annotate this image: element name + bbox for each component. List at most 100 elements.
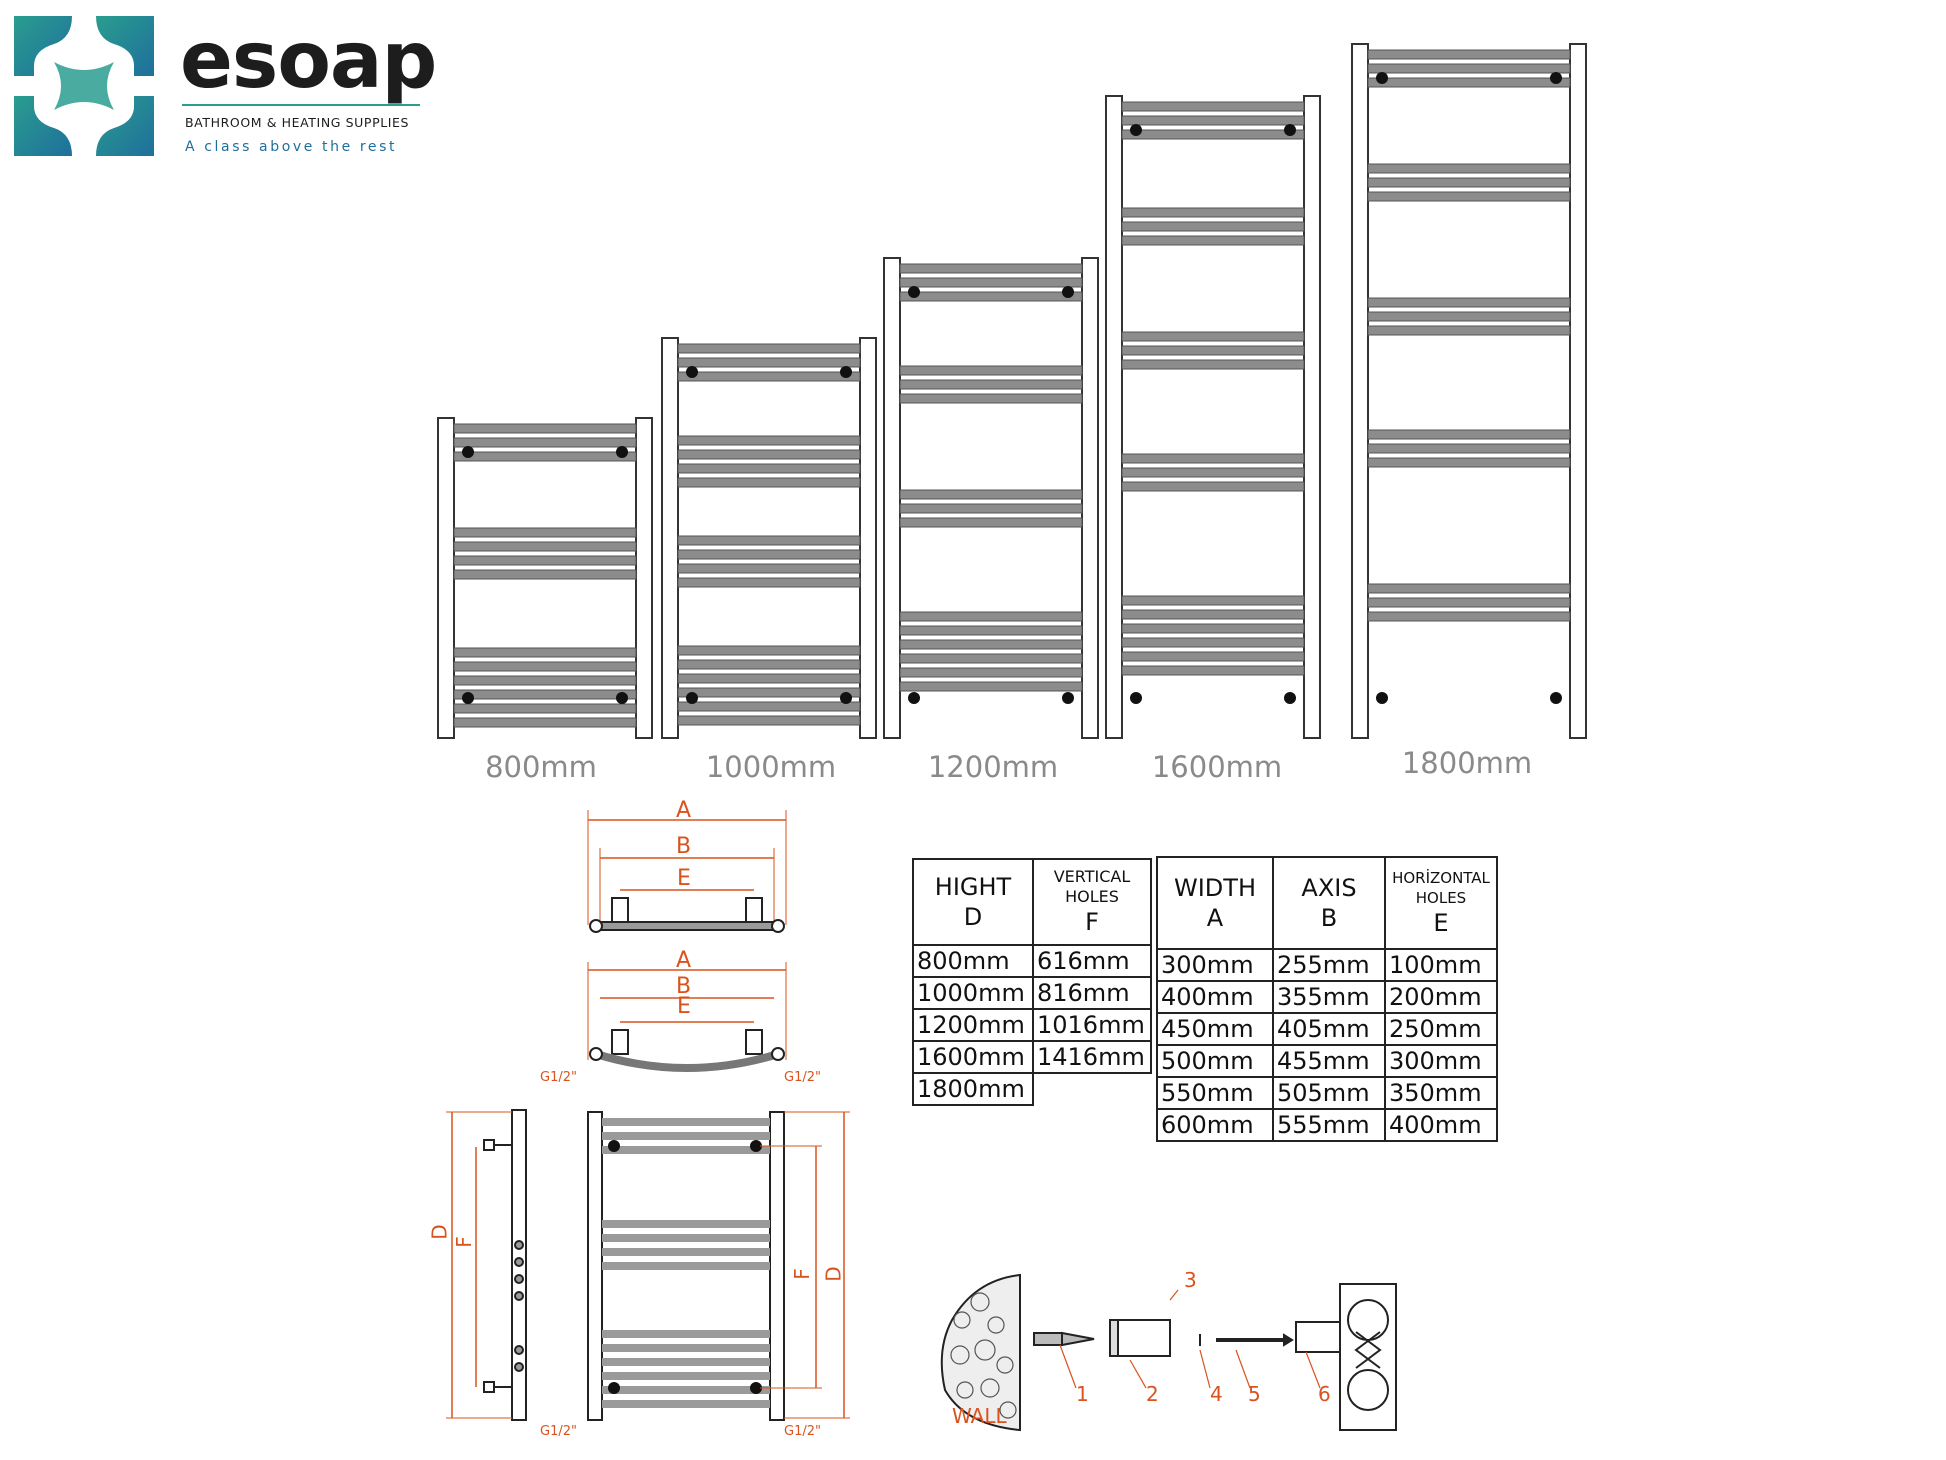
dim-letter-a-curved: A <box>676 948 692 973</box>
radiator-size-lineup: 800mm 1000mm 1200mm 1600mm 1800mm <box>437 43 1587 784</box>
radiator-bar <box>453 527 637 538</box>
radiator-1 <box>437 417 653 739</box>
radiator-bar <box>677 343 861 354</box>
dimension-drawings <box>446 810 1397 1432</box>
logo-mark-icon <box>14 16 154 156</box>
radiator-bar <box>1367 177 1571 188</box>
table-row: 1000mm 816mm <box>912 976 1152 1010</box>
mounting-hole <box>1130 124 1142 136</box>
radiator-bar <box>453 647 637 658</box>
front-view <box>587 1111 850 1421</box>
radiator-bar <box>899 393 1083 404</box>
width-header: WIDTH A <box>1156 856 1274 950</box>
radiator-rail <box>437 417 455 739</box>
radiator-bar <box>453 675 637 686</box>
radiator-rail <box>661 337 679 739</box>
dim-letter-f-front: F <box>789 1268 814 1280</box>
top-view-curved <box>587 962 787 1072</box>
table-row: 450mm 405mm 250mm <box>1156 1012 1498 1046</box>
width-table: WIDTH A AXIS B HORİZONTAL HOLES E 300mm … <box>1156 856 1498 1142</box>
radiator-bar <box>899 379 1083 390</box>
radiator-bar <box>1121 345 1305 356</box>
radiator-bar <box>899 681 1083 692</box>
radiator-bar <box>899 489 1083 500</box>
radiator-bar <box>1367 611 1571 622</box>
radiator-bar <box>899 365 1083 376</box>
radiator-rail <box>859 337 877 739</box>
part-number-1: 1 <box>1076 1382 1089 1406</box>
radiator-bar <box>1121 665 1305 676</box>
dim-letter-a-top: A <box>676 798 692 823</box>
radiator-label-800: 800mm <box>485 750 597 784</box>
radiator-bar <box>453 689 637 700</box>
mounting-hole <box>1550 692 1562 704</box>
part-number-5: 5 <box>1248 1382 1261 1406</box>
radiator-bar <box>899 653 1083 664</box>
mounting-hole <box>616 692 628 704</box>
mounting-hole <box>1284 124 1296 136</box>
table-row: 1800mm <box>912 1072 1151 1106</box>
radiator-label-1800: 1800mm <box>1401 746 1533 780</box>
radiator-bar <box>1121 235 1305 246</box>
mounting-hole <box>908 286 920 298</box>
mounting-hole <box>1376 692 1388 704</box>
radiator-bar <box>1121 595 1305 606</box>
mounting-hole <box>686 692 698 704</box>
radiator-5 <box>1351 43 1587 739</box>
radiator-bar <box>1121 637 1305 648</box>
radiator-bar <box>453 555 637 566</box>
height-header: HIGHT D <box>912 858 1034 946</box>
radiator-bar <box>677 659 861 670</box>
thread-label-bottom-left: G1/2" <box>540 1424 577 1439</box>
table-row: 800mm 616mm <box>912 944 1152 978</box>
radiator-bar <box>1367 583 1571 594</box>
dim-letter-b-top: B <box>676 834 692 859</box>
mounting-kit <box>940 1273 1397 1432</box>
radiator-bar <box>1121 331 1305 342</box>
radiator-bar <box>453 541 637 552</box>
radiator-bar <box>1121 453 1305 464</box>
dim-letter-d-front: D <box>821 1266 846 1282</box>
radiator-bar <box>1367 457 1571 468</box>
mounting-hole <box>840 692 852 704</box>
part-number-6: 6 <box>1318 1382 1331 1406</box>
mounting-hole <box>462 446 474 458</box>
radiator-bar <box>677 577 861 588</box>
radiator-bar <box>1367 297 1571 308</box>
table-row: 400mm 355mm 200mm <box>1156 980 1498 1014</box>
radiator-rail <box>635 417 653 739</box>
radiator-bar <box>453 437 637 448</box>
radiator-bar <box>1121 467 1305 478</box>
table-row: 300mm 255mm 100mm <box>1156 948 1498 982</box>
radiator-bar <box>1121 101 1305 112</box>
radiator-bar <box>453 661 637 672</box>
brand-subtitle: BATHROOM & HEATING SUPPLIES <box>185 115 410 130</box>
radiator-label-1000: 1000mm <box>705 750 837 784</box>
part-number-4: 4 <box>1210 1382 1223 1406</box>
radiator-bar <box>1367 191 1571 202</box>
radiator-label-1200: 1200mm <box>927 750 1059 784</box>
radiator-rail <box>1081 257 1099 739</box>
radiator-bar <box>1121 221 1305 232</box>
radiator-rail <box>1569 43 1587 739</box>
thread-label-top-right: G1/2" <box>784 1070 821 1085</box>
radiator-bar <box>1367 597 1571 608</box>
dim-letter-e-curved: E <box>677 994 691 1019</box>
mounting-hole <box>1062 692 1074 704</box>
radiator-bar <box>453 451 637 462</box>
radiator-rail <box>883 257 901 739</box>
radiator-bar <box>899 277 1083 288</box>
radiator-bar <box>1367 163 1571 174</box>
wall-label: WALL <box>952 1404 1007 1428</box>
radiator-bar <box>1121 359 1305 370</box>
mounting-hole <box>686 366 698 378</box>
radiator-bar <box>1121 129 1305 140</box>
mounting-hole <box>1376 72 1388 84</box>
brand-logo: esoap BATHROOM & HEATING SUPPLIES A clas… <box>14 16 437 156</box>
vertical-holes-header: VERTICAL HOLES F <box>1032 858 1152 946</box>
radiator-bar <box>1121 651 1305 662</box>
technical-diagrams: A B E A B E D F F D G1/2" G1/2" G1/2" G1… <box>0 790 1946 1460</box>
radiator-bar <box>677 645 861 656</box>
brand-name: esoap <box>180 16 437 106</box>
radiator-bar <box>1367 49 1571 60</box>
